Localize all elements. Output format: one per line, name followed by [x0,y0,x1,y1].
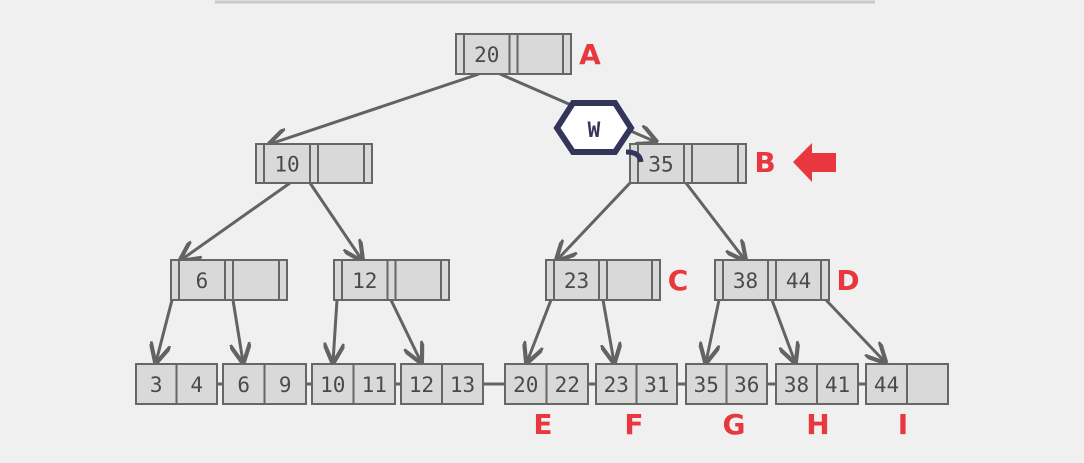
node-key: 9 [279,373,292,397]
node-key: 44 [786,269,811,293]
pointer-edge [603,299,614,362]
node-key: 12 [409,373,434,397]
node-key: 10 [274,153,299,177]
hexagon-latch-icon: W [553,100,644,163]
node-label: G [723,408,746,441]
node-key: 31 [644,373,669,397]
node-key: 41 [825,373,850,397]
pointer-edge [824,298,885,362]
inner-node: 10 [255,143,373,184]
node-key: 11 [362,373,387,397]
node-key: 38 [784,373,809,397]
node-box [255,143,373,184]
pointer-edge [389,299,421,362]
node-key: 22 [555,373,580,397]
node-key: 36 [734,373,759,397]
node-key: 6 [196,269,209,293]
node-key: 20 [513,373,538,397]
leaf-node: 23 31F [595,363,678,441]
leaf-node: 10 11 [311,363,396,405]
pointer-edge [308,182,362,260]
node-key: 35 [648,153,673,177]
node-label: E [533,408,552,441]
node-key: 13 [450,373,475,397]
node-key: 10 [320,373,345,397]
node-label: I [898,408,908,441]
pointer-edge [270,72,480,144]
pointer-edge [156,299,174,362]
node-key: 12 [352,269,377,293]
node-key: 20 [474,43,499,67]
inner-node: 23 C [545,259,689,301]
node-key: 23 [564,269,589,293]
node-key: 6 [237,373,250,397]
node-label: H [806,408,829,441]
latch-mode-label: W [588,118,601,142]
node-box [333,259,450,301]
root-node: 20 A [455,33,601,75]
inner-node: 35 B [629,143,776,184]
node-label: C [668,264,689,297]
pointer-edge [557,181,632,260]
pointer-edge [684,182,745,260]
pointer-edge [333,299,337,362]
leaf-node: 44I [865,363,949,441]
leaf-node: 38 41H [775,363,859,441]
inner-node: 12 [333,259,450,301]
node-key: 38 [733,269,758,293]
pointer-edge [181,181,291,260]
node-key: 44 [874,373,899,397]
node-label: B [754,146,775,179]
node-box [170,259,288,301]
node-key: 3 [150,373,163,397]
node-box [545,259,661,301]
tree-edges [156,72,885,362]
node-label: D [836,264,859,297]
leaf-node: 12 13 [400,363,484,405]
node-label: A [579,38,601,71]
leaf-node: 35 36G [685,363,768,441]
node-key: 23 [604,373,629,397]
left-arrow-icon [793,143,836,182]
pointer-edge [527,299,553,362]
pointer-edge [233,299,243,362]
node-box [714,259,830,301]
pointer-edge [770,299,795,362]
node-key: 4 [190,373,203,397]
node-key: 35 [694,373,719,397]
inner-node: 6 [170,259,288,301]
node-label: F [624,408,643,441]
pointer-edge [706,299,721,362]
node-box [455,33,572,75]
latch-hook [625,149,644,163]
node-box [629,143,747,184]
leaf-node: 20 22E [504,363,589,441]
inner-node: 38 44 D [714,259,860,301]
